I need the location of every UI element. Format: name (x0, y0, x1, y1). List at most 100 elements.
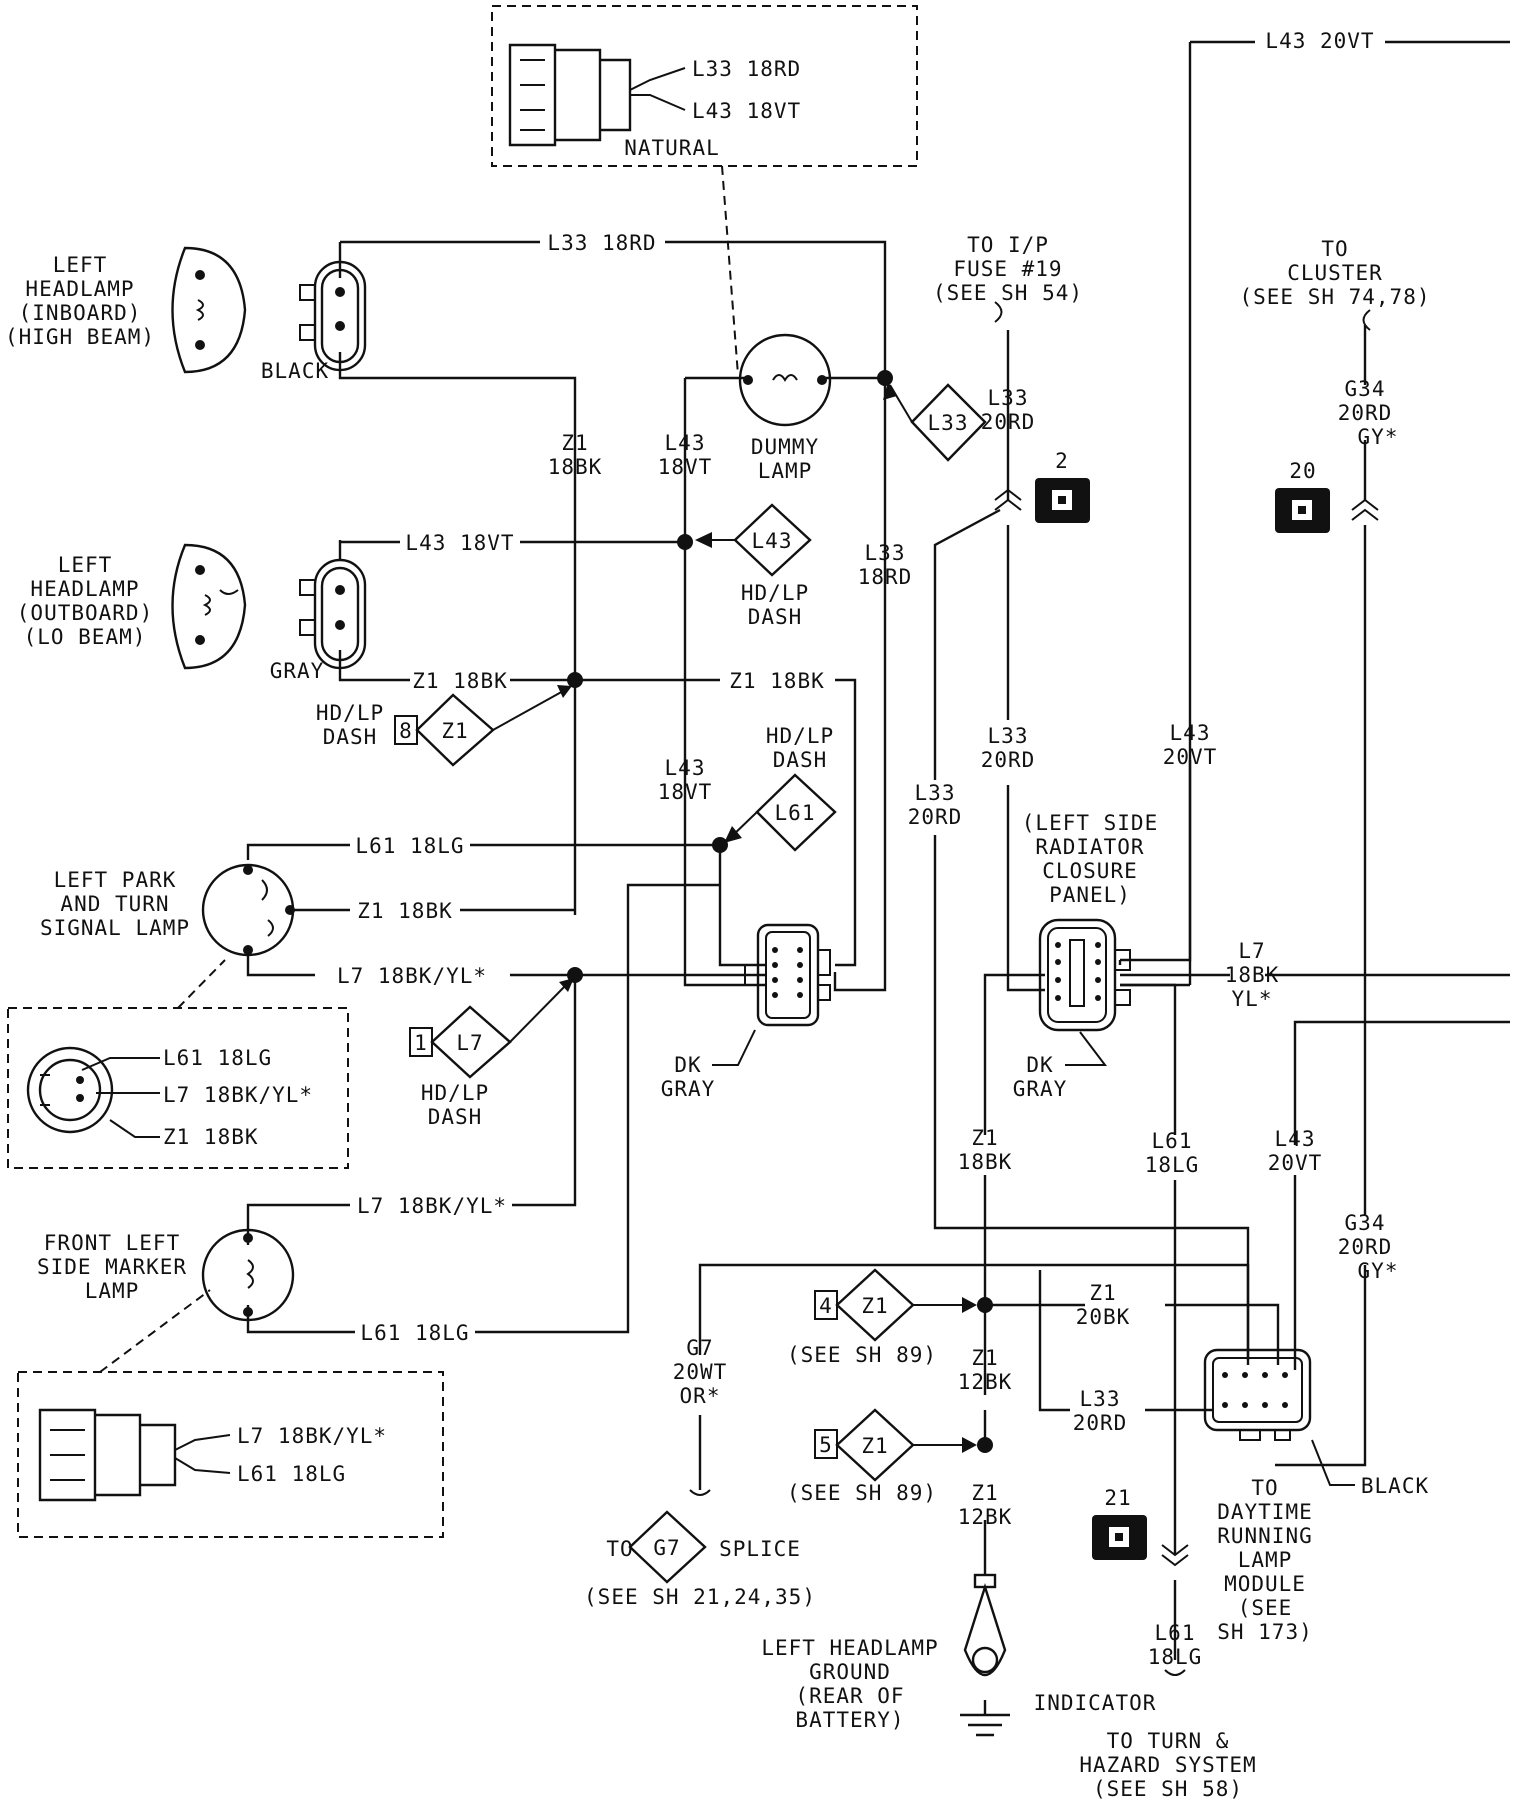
svg-text:Z1: Z1 (971, 1481, 998, 1505)
svg-text:(SEE SH 54): (SEE SH 54) (933, 281, 1083, 305)
svg-text:20WT: 20WT (673, 1360, 728, 1384)
svg-text:GRAY: GRAY (1013, 1077, 1068, 1101)
splice-dot (567, 672, 583, 688)
inboard-connector-icon (299, 260, 367, 372)
svg-text:L7 18BK/YL*: L7 18BK/YL* (237, 1424, 387, 1448)
svg-text:(OUTBOARD): (OUTBOARD) (17, 601, 153, 625)
svg-text:18RD: 18RD (858, 565, 913, 589)
svg-text:L61 18LG: L61 18LG (237, 1462, 346, 1486)
inline-connector-icon (744, 923, 831, 1027)
svg-text:(SEE SH 89): (SEE SH 89) (787, 1343, 937, 1367)
svg-text:(REAR OF: (REAR OF (795, 1684, 904, 1708)
svg-text:L61: L61 (775, 801, 816, 825)
diamond-z1-5: 5 Z1 (814, 1408, 977, 1482)
svg-text:(HIGH BEAM): (HIGH BEAM) (5, 325, 155, 349)
svg-text:AND TURN: AND TURN (60, 892, 169, 916)
svg-text:HD/LP: HD/LP (316, 701, 384, 725)
svg-text:DK: DK (674, 1053, 701, 1077)
svg-text:PANEL): PANEL) (1049, 883, 1131, 907)
svg-text:LEFT: LEFT (58, 553, 113, 577)
svg-text:20RD: 20RD (981, 410, 1036, 434)
svg-text:LEFT: LEFT (53, 253, 108, 277)
wire-labels: L43 20VT L33 18RD L43 18VT Z1 18BK Z1 18… (337, 29, 1398, 1669)
svg-text:20: 20 (1289, 459, 1316, 483)
svg-text:INDICATOR: INDICATOR (1034, 1691, 1157, 1715)
svg-text:TO I/P: TO I/P (967, 233, 1049, 257)
svg-text:L33: L33 (915, 781, 956, 805)
diamond-l7-1: 1 L7 (409, 978, 574, 1079)
diamond-l61: L61 (724, 773, 837, 852)
pin-ref-20: 20 (1275, 459, 1330, 533)
svg-text:L43 18VT: L43 18VT (692, 99, 801, 123)
connector-color-labels: BLACK GRAY DK GRAY DK GRAY BLACK (261, 359, 1429, 1498)
svg-text:TO TURN &: TO TURN & (1107, 1729, 1230, 1753)
diamond-l33: L33 (883, 382, 987, 462)
svg-text:TO: TO (1251, 1476, 1278, 1500)
svg-text:(SEE SH 58): (SEE SH 58) (1093, 1777, 1243, 1801)
inset-dummy: L33 18RD L43 18VT NATURAL (491, 5, 918, 376)
outboard-connector-icon (299, 558, 367, 670)
svg-text:L61 18LG: L61 18LG (163, 1046, 272, 1070)
svg-text:5: 5 (819, 1433, 833, 1457)
diamond-l43: L43 (695, 503, 812, 577)
svg-text:18BK: 18BK (1225, 963, 1280, 987)
splice-dot (677, 534, 693, 550)
svg-text:18BK: 18BK (548, 455, 603, 479)
svg-text:DK: DK (1026, 1053, 1053, 1077)
svg-text:Z1 18BK: Z1 18BK (729, 669, 825, 693)
svg-text:FRONT LEFT: FRONT LEFT (44, 1231, 180, 1255)
svg-text:(SEE SH 74,78): (SEE SH 74,78) (1239, 285, 1430, 309)
svg-text:SIGNAL LAMP: SIGNAL LAMP (40, 916, 190, 940)
svg-text:BLACK: BLACK (261, 359, 329, 383)
svg-text:LEFT HEADLAMP: LEFT HEADLAMP (761, 1636, 938, 1660)
svg-text:20RD: 20RD (1338, 1235, 1393, 1259)
svg-text:(SEE: (SEE (1238, 1596, 1293, 1620)
svg-text:12BK: 12BK (958, 1370, 1013, 1394)
svg-text:DASH: DASH (773, 748, 828, 772)
inset-marker: L7 18BK/YL* L61 18LG (17, 1289, 444, 1538)
park-turn-lamp-icon (201, 863, 295, 957)
svg-text:20VT: 20VT (1163, 745, 1218, 769)
svg-text:TO: TO (606, 1537, 633, 1561)
svg-text:L43 20VT: L43 20VT (1265, 29, 1374, 53)
inset-park: L61 18LG L7 18BK/YL* Z1 18BK (7, 959, 349, 1169)
svg-text:SH 173): SH 173) (1217, 1620, 1313, 1644)
svg-text:MODULE: MODULE (1224, 1572, 1306, 1596)
svg-text:20VT: 20VT (1268, 1151, 1323, 1175)
svg-text:4: 4 (819, 1294, 833, 1318)
pin-ref-2: 2 (1035, 449, 1090, 523)
svg-text:BLACK: BLACK (1361, 1474, 1429, 1498)
svg-text:HEADLAMP: HEADLAMP (25, 277, 134, 301)
svg-text:L33 18RD: L33 18RD (692, 57, 801, 81)
svg-text:L61: L61 (1152, 1129, 1193, 1153)
svg-text:Z1: Z1 (1089, 1281, 1116, 1305)
svg-text:DASH: DASH (323, 725, 378, 749)
svg-text:LEFT PARK: LEFT PARK (54, 868, 177, 892)
break-marks (689, 301, 1379, 1676)
svg-text:HAZARD SYSTEM: HAZARD SYSTEM (1079, 1753, 1256, 1777)
svg-text:L33: L33 (865, 541, 906, 565)
svg-text:HD/LP: HD/LP (766, 724, 834, 748)
svg-text:21: 21 (1104, 1486, 1131, 1510)
svg-text:L43 18VT: L43 18VT (405, 531, 514, 555)
splice-dot (977, 1297, 993, 1313)
svg-text:L7: L7 (1238, 939, 1265, 963)
svg-text:DASH: DASH (428, 1105, 483, 1129)
svg-text:L7 18BK/YL*: L7 18BK/YL* (337, 964, 487, 988)
svg-text:L43: L43 (752, 529, 793, 553)
svg-text:18BK: 18BK (958, 1150, 1013, 1174)
side-marker-lamp-icon (201, 1228, 295, 1322)
dummy-lamp-icon (738, 333, 832, 427)
svg-text:L7 18BK/YL*: L7 18BK/YL* (357, 1194, 507, 1218)
svg-text:Z1 18BK: Z1 18BK (163, 1125, 259, 1149)
svg-text:Z1: Z1 (441, 719, 468, 743)
svg-text:2: 2 (1055, 449, 1069, 473)
svg-text:L61 18LG: L61 18LG (360, 1321, 469, 1345)
svg-text:20BK: 20BK (1076, 1305, 1131, 1329)
svg-text:L7: L7 (456, 1031, 483, 1055)
svg-text:GRAY: GRAY (661, 1077, 716, 1101)
radiator-connector-icon (1038, 918, 1131, 1032)
svg-text:8: 8 (399, 719, 413, 743)
svg-text:20RD: 20RD (981, 748, 1036, 772)
svg-text:CLOSURE: CLOSURE (1042, 859, 1138, 883)
